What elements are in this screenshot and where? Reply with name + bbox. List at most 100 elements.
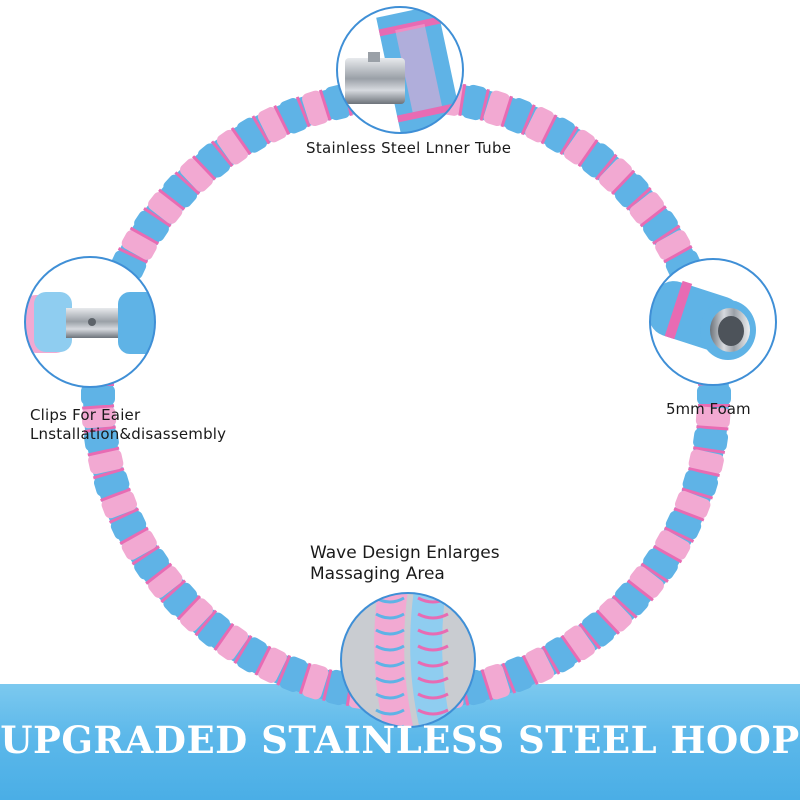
foam-band	[254, 645, 272, 676]
foam-band	[176, 595, 202, 621]
foam-segment	[655, 230, 691, 260]
foam-segment	[302, 663, 329, 700]
foam-segment	[614, 174, 649, 208]
foam-segment	[629, 566, 664, 598]
foam-band	[520, 104, 536, 136]
label-clips-line2: Lnstallation&disassembly	[30, 424, 227, 443]
foam-band	[652, 224, 681, 245]
foam-band	[298, 662, 312, 695]
foam-segment	[544, 117, 576, 153]
wave-band	[375, 676, 405, 684]
foam-band	[594, 153, 618, 181]
label-inner-tube: Stainless Steel Lnner Tube	[306, 139, 512, 157]
foam-segment	[236, 117, 268, 153]
wave-band	[375, 628, 405, 636]
foam-band	[273, 105, 291, 136]
wave-band	[417, 708, 449, 716]
label-clips: Clips For Eaier Lnstallation&disassembly	[30, 406, 226, 444]
foam-band	[501, 662, 517, 694]
foam-band	[625, 186, 652, 211]
wave-band	[417, 676, 449, 684]
foam-band	[194, 609, 218, 637]
foam-segment	[643, 210, 678, 242]
wave-band	[417, 644, 449, 652]
foam-band	[480, 669, 494, 701]
foam-band	[681, 487, 714, 500]
foam-band	[696, 425, 729, 431]
foam-band	[145, 562, 173, 585]
foam-segment	[81, 385, 115, 405]
label-clips-line1: Clips For Eaier	[30, 406, 141, 424]
foam-band	[213, 622, 235, 651]
label-foam: 5mm Foam	[666, 400, 751, 418]
foam-segment	[180, 158, 213, 192]
foam-segment	[148, 192, 183, 224]
foam-segment	[236, 637, 268, 673]
foam-band	[611, 595, 638, 619]
foam-band	[230, 127, 252, 156]
foam-segment	[544, 637, 576, 673]
foam-band	[521, 654, 539, 685]
foam-band	[578, 622, 602, 650]
foam-segment	[110, 250, 147, 280]
foam-segment	[121, 530, 157, 560]
foam-band	[131, 545, 160, 566]
callout-clips	[24, 256, 156, 388]
callout-wave	[340, 592, 476, 728]
foam-band	[119, 526, 149, 545]
foam-segment	[216, 129, 249, 165]
foam-band	[322, 669, 333, 702]
foam-segment	[121, 230, 157, 260]
foam-band	[251, 115, 271, 145]
foam-band	[117, 247, 149, 264]
foam-band	[174, 171, 201, 195]
wave-band	[417, 628, 449, 636]
foam-segment	[655, 530, 691, 560]
foam-segment	[88, 449, 124, 475]
label-wave-line2: Massaging Area	[310, 564, 445, 584]
foam-segment	[163, 582, 198, 616]
foam-segment	[629, 192, 664, 224]
foam-band	[295, 96, 311, 128]
foam-band	[595, 609, 621, 635]
foam-segment	[163, 174, 198, 208]
wave-band	[375, 708, 405, 716]
foam-segment	[483, 663, 510, 700]
foam-band	[191, 155, 217, 181]
foam-band	[500, 95, 514, 128]
foam-band	[577, 139, 599, 168]
foam-band	[610, 169, 636, 195]
foam-segment	[81, 406, 117, 429]
foam-band	[698, 404, 730, 407]
foam-band	[639, 205, 667, 228]
foam-segment	[665, 510, 702, 540]
foam-band	[688, 467, 720, 477]
foam-segment	[695, 406, 731, 429]
foam-segment	[599, 598, 632, 632]
foam-segment	[693, 428, 729, 452]
foam-segment	[197, 612, 231, 647]
wave-band	[375, 660, 405, 668]
foam-band	[276, 654, 292, 686]
foam-band	[663, 245, 693, 264]
foam-band	[673, 507, 705, 522]
foam-band	[87, 446, 120, 457]
wave-band	[375, 692, 405, 700]
foam-segment	[134, 548, 169, 580]
foam-band	[541, 645, 561, 675]
wave-band	[417, 692, 449, 700]
foam-segment	[180, 598, 213, 632]
wave-band	[417, 660, 449, 668]
foam-segment	[110, 510, 147, 540]
foam-segment	[257, 107, 287, 143]
label-wave: Wave Design Enlarges Massaging Area	[310, 543, 500, 585]
foam-segment	[581, 143, 615, 178]
foam-band	[210, 140, 234, 168]
foam-segment	[83, 428, 119, 452]
foam-band	[92, 467, 125, 480]
foam-band	[82, 404, 115, 410]
foam-band	[479, 88, 490, 121]
foam-segment	[697, 385, 731, 405]
foam-band	[640, 562, 669, 583]
foam-band	[83, 425, 116, 434]
